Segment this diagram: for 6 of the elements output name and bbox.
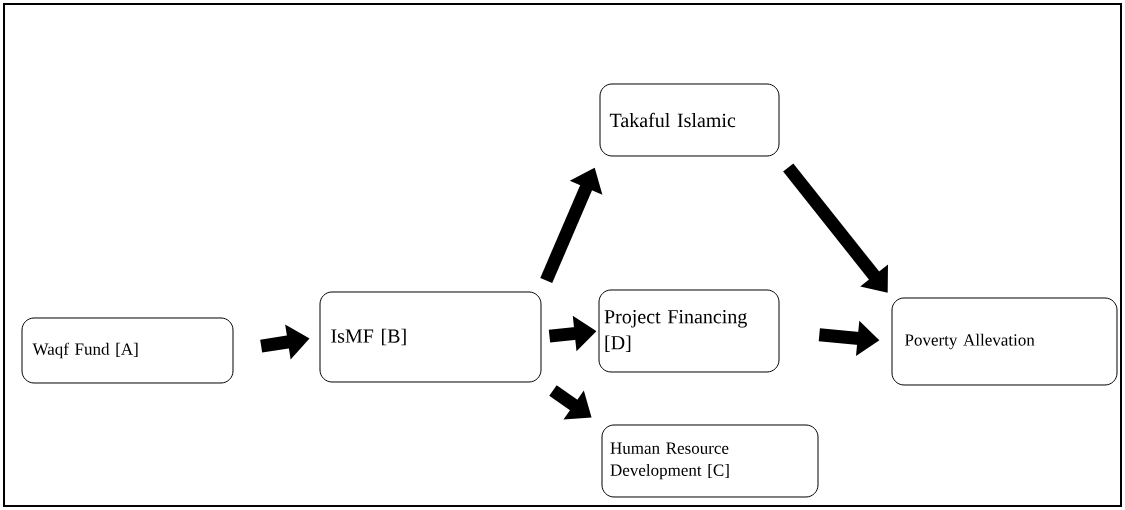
- process-box: Human Resource Development [C]: [601, 424, 819, 498]
- process-box: Project Financing [D]: [598, 289, 780, 373]
- process-box: Takaful Islamic: [599, 83, 780, 157]
- process-box: IsMF [B]: [319, 291, 542, 383]
- process-box: Poverty Allevation: [891, 297, 1118, 386]
- process-box: Waqf Fund [A]: [21, 317, 234, 384]
